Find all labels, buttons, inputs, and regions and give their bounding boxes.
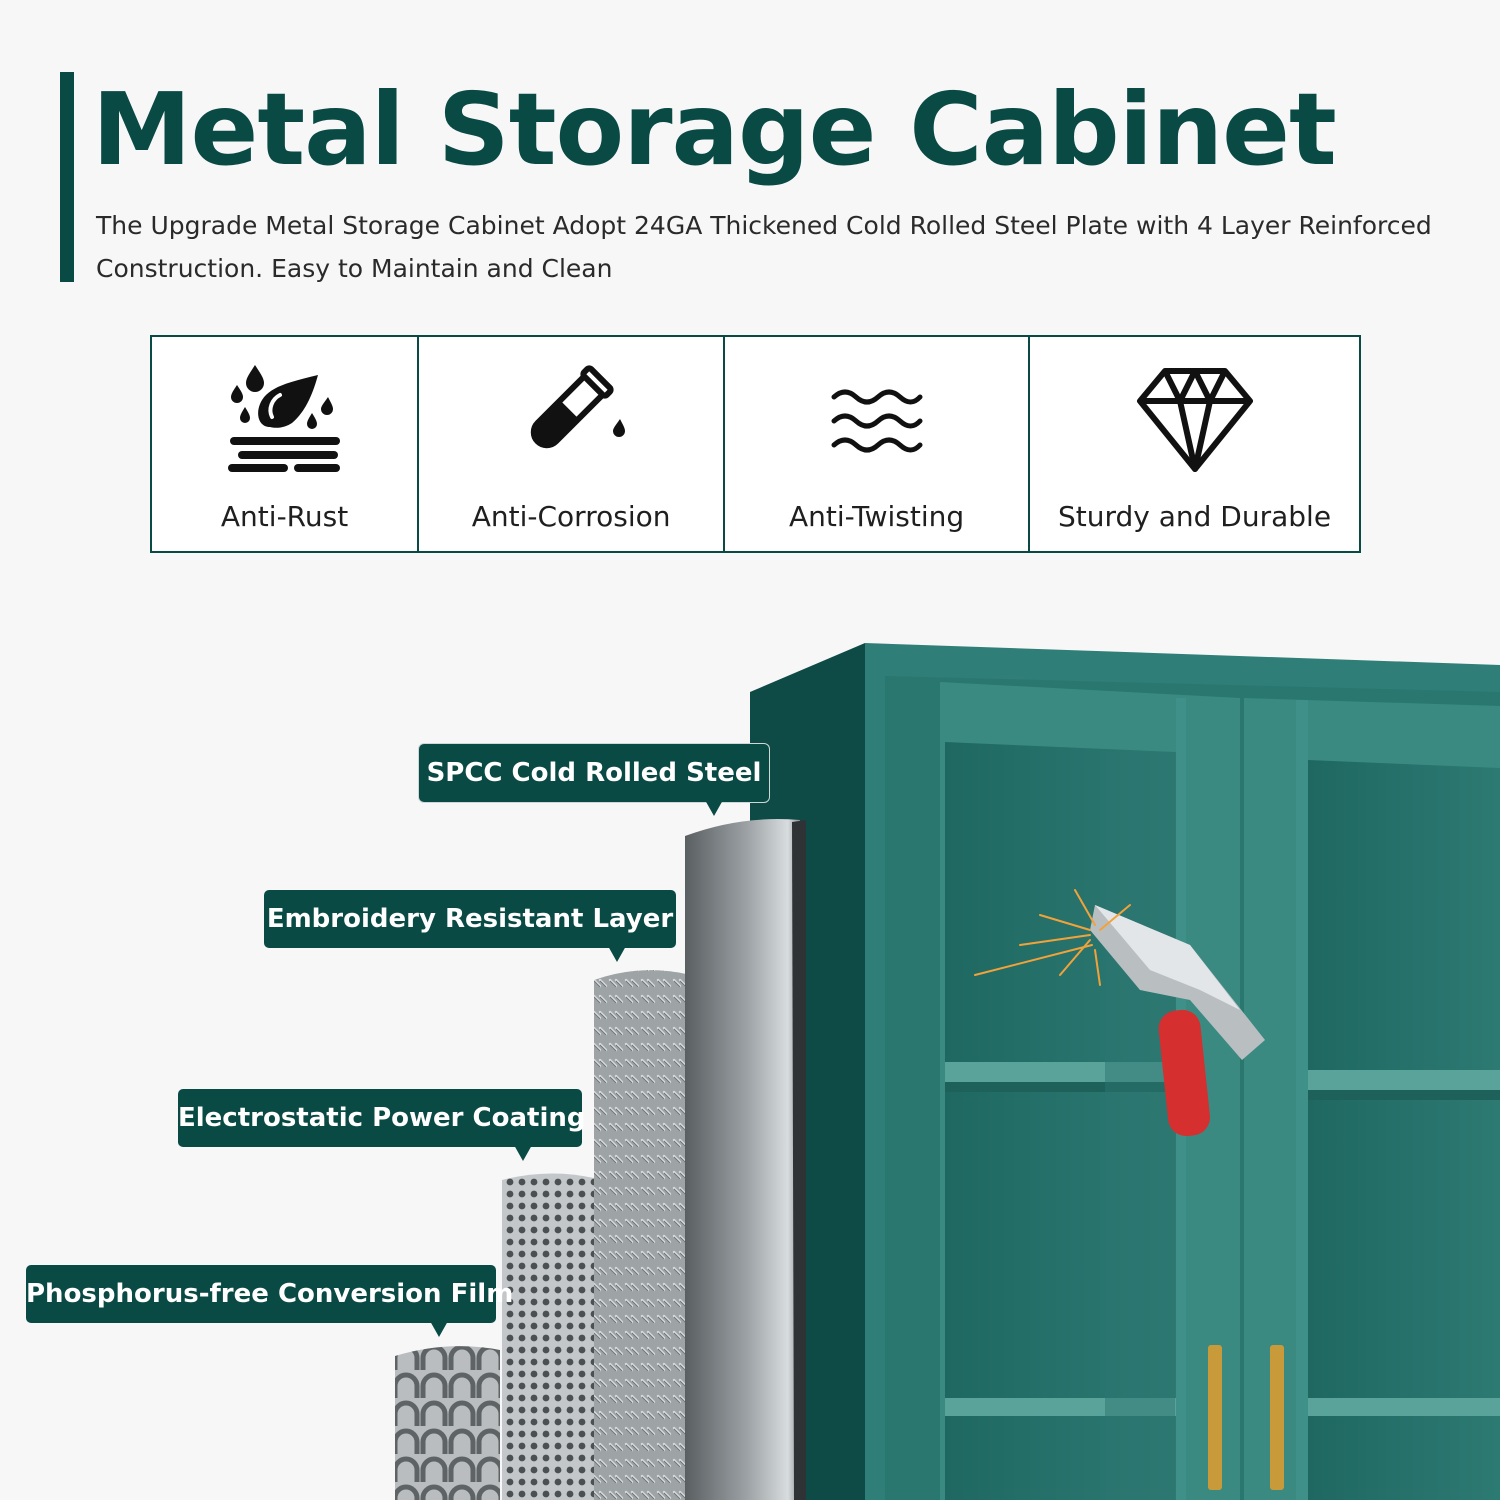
test-tube-icon (506, 357, 636, 477)
cabinet-illustration (0, 600, 1500, 1500)
feature-label: Sturdy and Durable (1057, 500, 1332, 533)
feature-anti-rust: Anti-Rust (152, 337, 417, 551)
layer-callout-spcc: SPCC Cold Rolled Steel (419, 744, 769, 816)
feature-label: Anti-Rust (220, 500, 349, 533)
feature-sturdy-durable: Sturdy and Durable (1028, 337, 1359, 551)
feature-label: Anti-Corrosion (471, 500, 671, 533)
layer-callout-phosphorus: Phosphorus-free Conversion Film (26, 1265, 513, 1337)
water-drop-rust-icon (220, 357, 350, 477)
feature-grid: Anti-Rust Anti-Corrosion Anti-Twisting (150, 335, 1361, 553)
product-description: The Upgrade Metal Storage Cabinet Adopt … (96, 211, 1432, 283)
feature-label: Anti-Twisting (788, 500, 965, 533)
waves-icon (812, 357, 942, 477)
feature-anti-twisting: Anti-Twisting (723, 337, 1028, 551)
diamond-icon (1130, 357, 1260, 477)
page-title: Metal Storage Cabinet (92, 71, 1337, 188)
feature-anti-corrosion: Anti-Corrosion (417, 337, 723, 551)
hammer-icon (1090, 905, 1265, 1137)
layer-callout-electrostatic: Electrostatic Power Coating (178, 1089, 585, 1161)
layer-callout-embroidery: Embroidery Resistant Layer (264, 890, 676, 962)
title-accent-bar (60, 72, 74, 282)
